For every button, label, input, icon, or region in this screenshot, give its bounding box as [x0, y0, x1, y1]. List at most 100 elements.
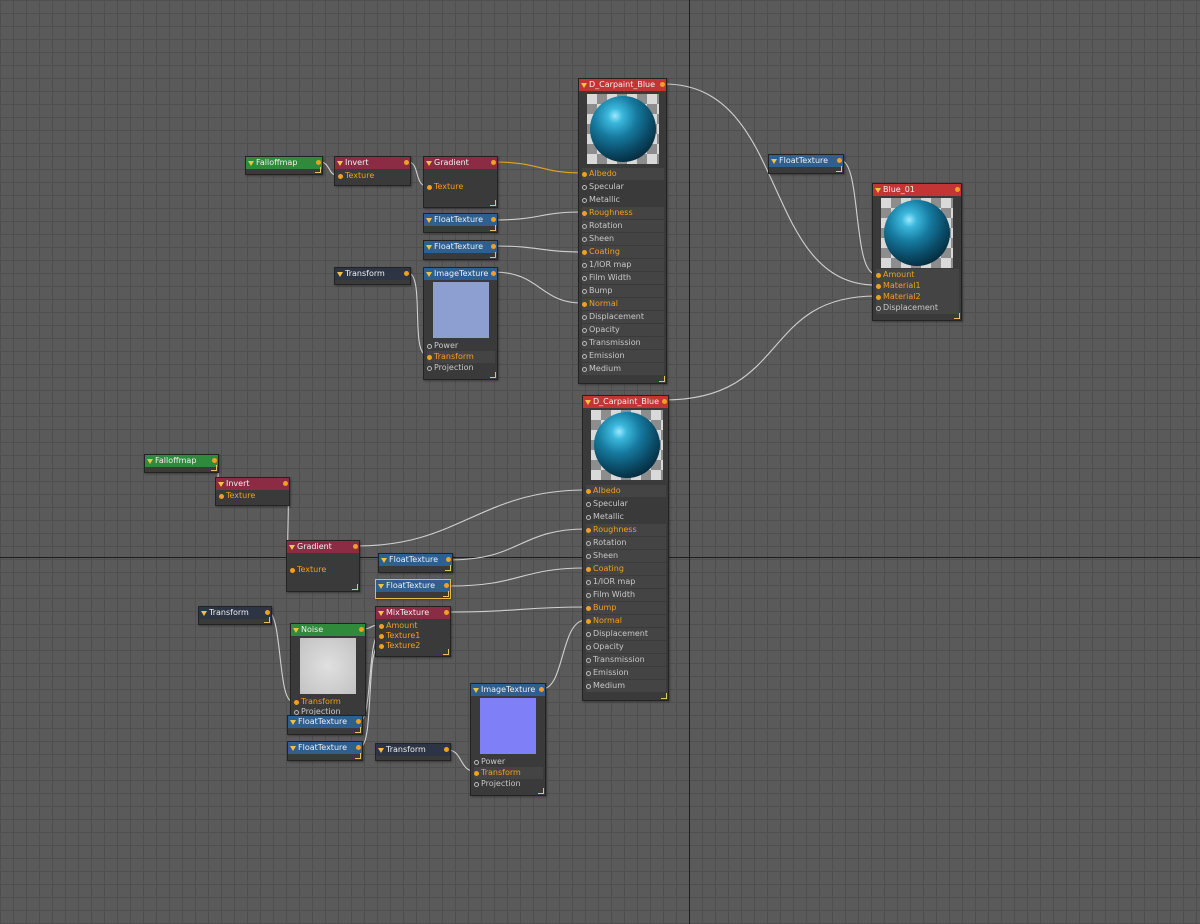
collapse-triangle-icon[interactable] — [290, 720, 296, 725]
node-header[interactable]: Blue_01 — [873, 184, 961, 196]
output-pin-icon[interactable] — [356, 719, 361, 724]
pin-power[interactable]: Power — [427, 340, 495, 352]
node-header[interactable]: ImageTexture — [471, 684, 545, 696]
resize-corner-icon[interactable] — [490, 200, 496, 206]
output-pin-icon[interactable] — [446, 557, 451, 562]
collapse-triangle-icon[interactable] — [581, 83, 587, 88]
pin-bump[interactable]: Bump — [582, 285, 664, 297]
pin-bump[interactable]: Bump — [586, 602, 666, 614]
pin-rotation[interactable]: Rotation — [586, 537, 666, 549]
pin-transmission[interactable]: Transmission — [586, 654, 666, 666]
resize-corner-icon[interactable] — [836, 166, 842, 172]
pin-specular[interactable]: Specular — [582, 181, 664, 193]
node-header[interactable]: FloatTexture — [288, 716, 362, 728]
node-header[interactable]: Falloffmap — [145, 455, 218, 467]
node-header[interactable]: D_Carpaint_Blue — [579, 79, 666, 91]
node-header[interactable]: Invert — [216, 478, 289, 490]
output-pin-icon[interactable] — [283, 481, 288, 486]
material-node-bottom[interactable]: D_Carpaint_Blue Albedo Specular Metallic… — [582, 395, 669, 701]
pin-material2[interactable]: Material2 — [876, 291, 959, 303]
collapse-triangle-icon[interactable] — [293, 628, 299, 633]
pin-texture[interactable]: Texture — [427, 181, 495, 193]
pin-transform[interactable]: Transform — [474, 767, 543, 779]
output-pin-icon[interactable] — [316, 160, 321, 165]
output-pin-icon[interactable] — [660, 82, 665, 87]
output-pin-icon[interactable] — [662, 399, 667, 404]
collapse-triangle-icon[interactable] — [378, 748, 384, 753]
pin-emission[interactable]: Emission — [582, 350, 664, 362]
node-header[interactable]: Gradient — [424, 157, 497, 169]
output-pin-icon[interactable] — [356, 745, 361, 750]
pin-rotation[interactable]: Rotation — [582, 220, 664, 232]
gradient-node[interactable]: Gradient Texture — [286, 540, 360, 592]
node-header[interactable]: Transform — [335, 268, 410, 280]
pin-texture[interactable]: Texture — [219, 490, 287, 502]
resize-corner-icon[interactable] — [445, 565, 451, 571]
pin-albedo[interactable]: Albedo — [586, 485, 666, 497]
collapse-triangle-icon[interactable] — [289, 545, 295, 550]
resize-corner-icon[interactable] — [443, 649, 449, 655]
pin-material1[interactable]: Material1 — [876, 280, 959, 292]
pin-roughness[interactable]: Roughness — [582, 207, 664, 219]
pin-texture[interactable]: Texture — [290, 564, 357, 576]
output-pin-icon[interactable] — [491, 244, 496, 249]
collapse-triangle-icon[interactable] — [248, 161, 254, 166]
pin-film-width[interactable]: Film Width — [586, 589, 666, 601]
resize-corner-icon[interactable] — [315, 167, 321, 173]
node-header[interactable]: FloatTexture — [376, 580, 450, 592]
collapse-triangle-icon[interactable] — [201, 611, 207, 616]
mix-texture-node[interactable]: MixTexture Amount Texture1 Texture2 — [375, 606, 451, 657]
pin-transform[interactable]: Transform — [294, 696, 363, 708]
pin-texture[interactable]: Texture — [338, 170, 408, 182]
pin-coating[interactable]: Coating — [582, 246, 664, 258]
transform-node[interactable]: Transform — [375, 743, 451, 761]
output-pin-icon[interactable] — [444, 583, 449, 588]
node-header[interactable]: Transform — [376, 744, 450, 756]
float-texture-node[interactable]: FloatTexture — [423, 213, 498, 233]
node-header[interactable]: ImageTexture — [424, 268, 497, 280]
pin-medium[interactable]: Medium — [582, 363, 664, 375]
mix-material-node[interactable]: Blue_01 Amount Material1 Material2 Displ… — [872, 183, 962, 321]
image-texture-node[interactable]: ImageTexture Power Transform Projection — [423, 267, 498, 380]
node-header[interactable]: FloatTexture — [288, 742, 362, 754]
output-pin-icon[interactable] — [491, 271, 496, 276]
collapse-triangle-icon[interactable] — [378, 584, 384, 589]
resize-corner-icon[interactable] — [490, 252, 496, 258]
material-node-top[interactable]: D_Carpaint_Blue Albedo Specular Metallic… — [578, 78, 667, 384]
resize-corner-icon[interactable] — [659, 376, 665, 382]
pin-normal[interactable]: Normal — [582, 298, 664, 310]
pin-amount[interactable]: Amount — [379, 620, 448, 632]
pin-ior-map[interactable]: 1/IOR map — [586, 576, 666, 588]
output-pin-icon[interactable] — [212, 458, 217, 463]
output-pin-icon[interactable] — [491, 217, 496, 222]
resize-corner-icon[interactable] — [355, 753, 361, 759]
invert-node[interactable]: Invert Texture — [334, 156, 411, 186]
pin-sheen[interactable]: Sheen — [586, 550, 666, 562]
collapse-triangle-icon[interactable] — [381, 558, 387, 563]
collapse-triangle-icon[interactable] — [218, 482, 224, 487]
collapse-triangle-icon[interactable] — [290, 746, 296, 751]
output-pin-icon[interactable] — [444, 747, 449, 752]
node-header[interactable]: Invert — [335, 157, 410, 169]
pin-metallic[interactable]: Metallic — [582, 194, 664, 206]
node-header[interactable]: Gradient — [287, 541, 359, 553]
resize-corner-icon[interactable] — [490, 372, 496, 378]
pin-projection[interactable]: Projection — [474, 778, 543, 790]
collapse-triangle-icon[interactable] — [473, 688, 479, 693]
image-texture-node[interactable]: ImageTexture Power Transform Projection — [470, 683, 546, 796]
resize-corner-icon[interactable] — [490, 225, 496, 231]
pin-medium[interactable]: Medium — [586, 680, 666, 692]
pin-metallic[interactable]: Metallic — [586, 511, 666, 523]
collapse-triangle-icon[interactable] — [585, 400, 591, 405]
pin-amount[interactable]: Amount — [876, 269, 959, 281]
pin-film-width[interactable]: Film Width — [582, 272, 664, 284]
output-pin-icon[interactable] — [539, 687, 544, 692]
collapse-triangle-icon[interactable] — [426, 272, 432, 277]
noise-texture-node[interactable]: Noise Transform Projection — [290, 623, 366, 716]
pin-coating[interactable]: Coating — [586, 563, 666, 575]
float-texture-node-selected[interactable]: FloatTexture — [375, 579, 451, 599]
output-pin-icon[interactable] — [359, 627, 364, 632]
float-texture-node[interactable]: FloatTexture — [287, 741, 363, 761]
node-header[interactable]: FloatTexture — [424, 241, 497, 253]
resize-corner-icon[interactable] — [264, 617, 270, 623]
